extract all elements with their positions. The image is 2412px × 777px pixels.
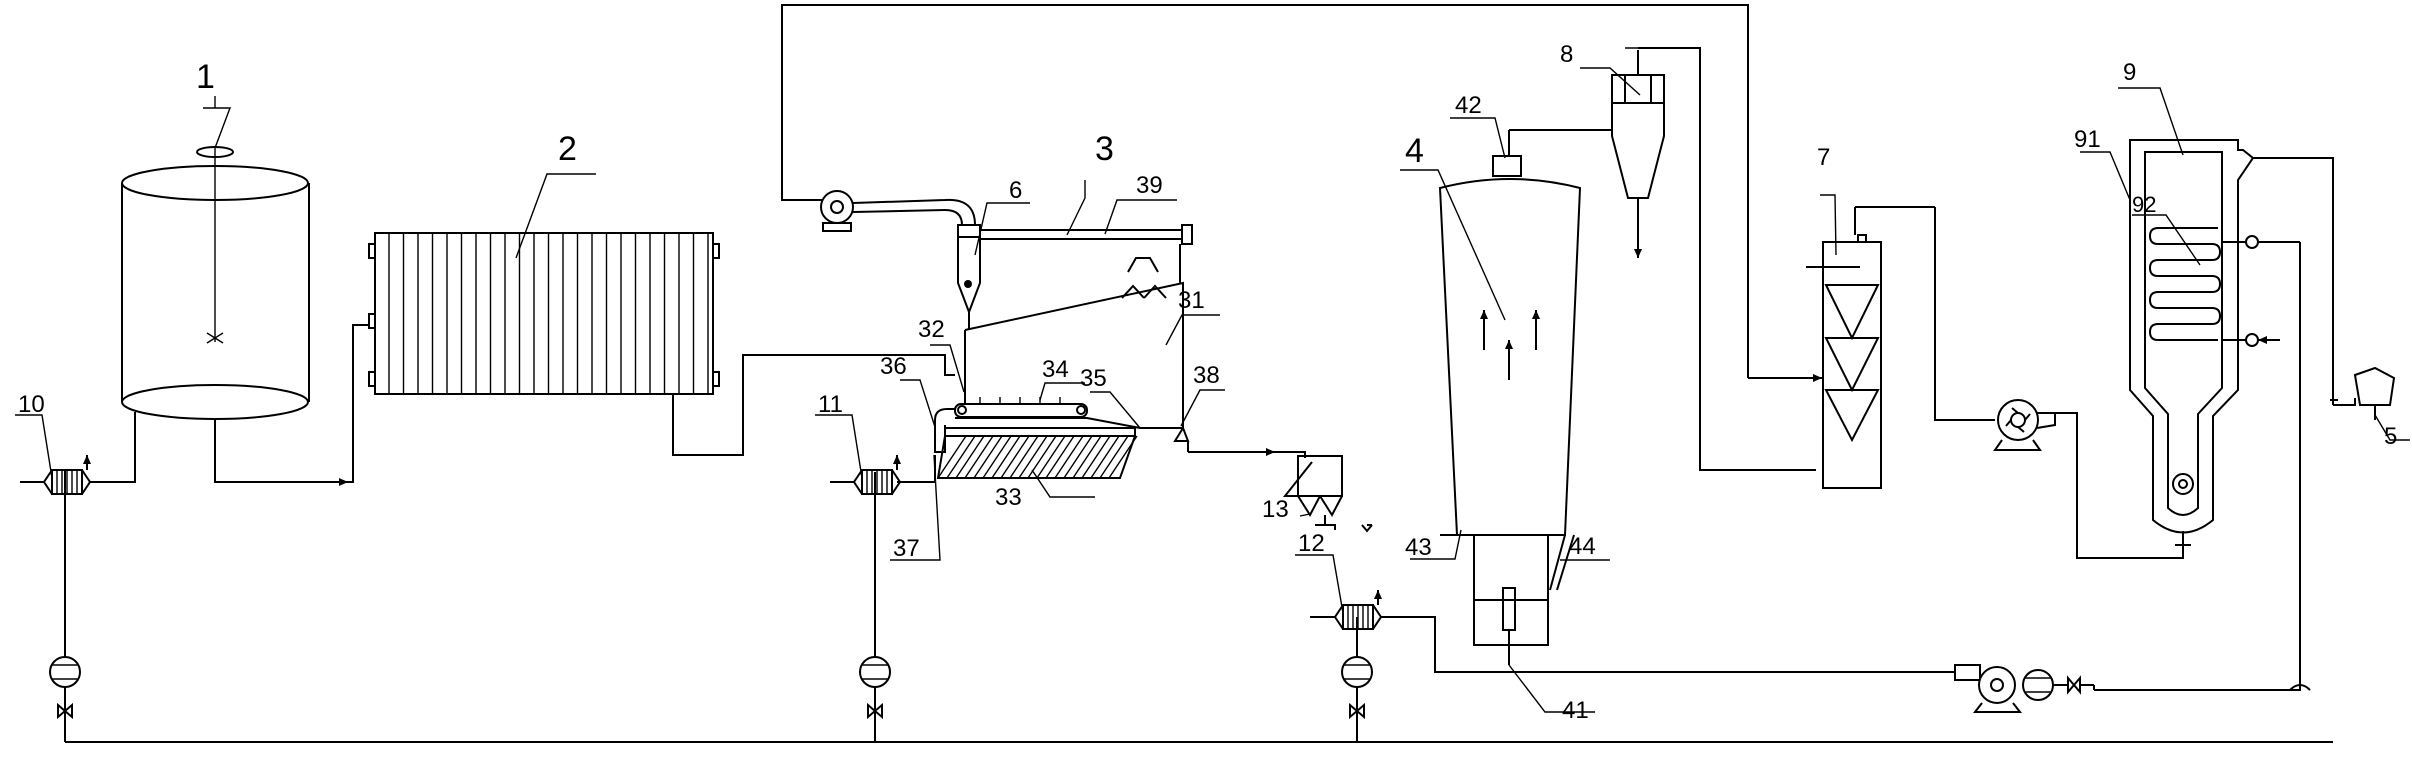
label-8: 8 [1560, 41, 1573, 68]
belt-conveyor-34 [954, 397, 1088, 418]
label-35: 35 [1080, 365, 1107, 392]
pipe-tank-outlet [214, 419, 348, 486]
heating-tube [1081, 435, 1111, 479]
label-42: 42 [1455, 92, 1482, 119]
heat-exchanger-12 [1310, 590, 1383, 630]
heating-tube [955, 435, 985, 479]
coil-92 [2148, 227, 2300, 347]
heating-tube [1009, 435, 1039, 479]
heating-tube-bank [936, 435, 1138, 479]
chimney-5 [2330, 366, 2396, 420]
heating-tube [982, 435, 1012, 479]
storage-tank [121, 96, 310, 420]
drying-chamber-31 [964, 257, 1184, 405]
pump-valve-10 [49, 656, 81, 720]
heating-tube [1072, 435, 1102, 479]
cyclone-separator-8 [1611, 50, 1665, 258]
label-12: 12 [1298, 530, 1325, 557]
label-36: 36 [880, 353, 907, 380]
outlet-38 [1173, 427, 1190, 442]
heating-tube [1000, 435, 1030, 479]
heating-tube [964, 435, 994, 479]
label-41: 41 [1562, 697, 1589, 724]
heating-tube [937, 435, 967, 479]
circulation-fan [790, 190, 854, 232]
heating-tube [991, 435, 1021, 479]
heat-exchanger-11 [830, 455, 902, 495]
label-5: 5 [2384, 423, 2397, 450]
heating-tubes-33 [936, 427, 1138, 479]
heating-tube [1063, 435, 1093, 479]
heating-tube [1054, 435, 1084, 479]
filter-press [368, 232, 720, 395]
label-92: 92 [2132, 192, 2156, 217]
label-6: 6 [1009, 177, 1022, 204]
pipe-filter-outlet [672, 354, 780, 456]
label-91: 91 [2074, 126, 2101, 153]
water-pump-train [1954, 664, 2095, 713]
label-13: 13 [1262, 496, 1289, 523]
leader-1 [203, 107, 232, 149]
label-37: 37 [893, 535, 920, 562]
waste-heat-boiler-9 [2129, 139, 2255, 546]
heat-exchanger-10 [20, 455, 92, 495]
cyclone-separator-6 [957, 224, 981, 330]
label-3: 3 [1095, 130, 1114, 168]
scrubber-tower-7 [1806, 206, 1935, 489]
label-34: 34 [1042, 356, 1069, 383]
heating-tube [946, 435, 976, 479]
label-43: 43 [1405, 534, 1432, 561]
label-10: 10 [18, 391, 45, 418]
label-7: 7 [1817, 144, 1830, 171]
induced-draft-fan [1993, 399, 2056, 451]
label-39: 39 [1136, 172, 1163, 199]
return-air-duct [781, 4, 1749, 378]
heating-tube-frame [936, 435, 1136, 479]
label-4: 4 [1405, 132, 1424, 170]
label-32: 32 [918, 316, 945, 343]
hopper-13 [1282, 455, 1343, 530]
label-44: 44 [1569, 533, 1596, 560]
heating-tube [1018, 435, 1048, 479]
label-1: 1 [196, 58, 215, 96]
label-38: 38 [1193, 362, 1220, 389]
inlet-36 [934, 408, 955, 421]
reactor-column-4 [1438, 178, 1582, 665]
label-2: 2 [558, 130, 577, 168]
exhaust-pipe-39 [979, 224, 1193, 283]
label-33: 33 [995, 484, 1022, 511]
heating-tube [1036, 435, 1066, 479]
label-9: 9 [2123, 59, 2136, 86]
label-31: 31 [1178, 287, 1205, 314]
bottom-water-main [64, 470, 2333, 743]
vapor-outlet-42 [1492, 112, 1613, 177]
pump-valve-11 [859, 656, 891, 720]
filter-plates [388, 233, 709, 394]
heating-tube [1045, 435, 1075, 479]
heating-tube [1090, 435, 1120, 479]
label-11: 11 [818, 391, 843, 418]
heating-tube [1099, 435, 1129, 479]
heating-tube [973, 435, 1003, 479]
pump-valve-12 [1341, 656, 1373, 720]
